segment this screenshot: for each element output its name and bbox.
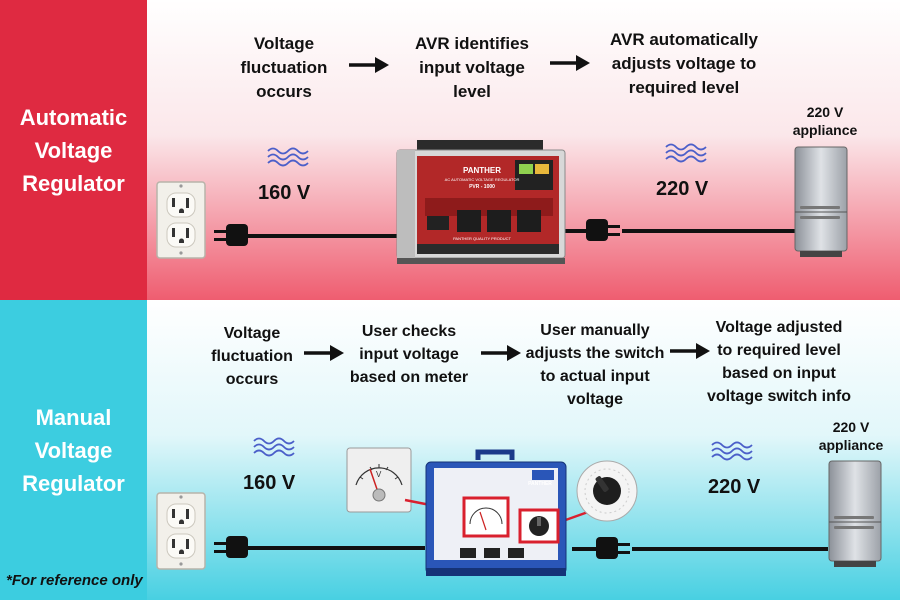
voltmeter-icon: V [346,447,412,513]
footnote: *For reference only [6,572,143,589]
step-line: to actual input [540,368,650,385]
manual-step-4: Voltage adjusted to required level based… [700,316,858,408]
automatic-voltage-regulator-device: PANTHER AC AUTOMATIC VOLTAGE REGULATOR P… [396,140,566,264]
auto-output-voltage: 220 V [656,178,709,200]
step-line: to required level [717,342,841,359]
label-line: appliance [792,122,858,138]
wall-outlet-icon [156,181,206,259]
step-line: Voltage [223,325,281,342]
step-line: fluctuation [211,348,293,365]
step-line: level [453,82,491,101]
step-line: Voltage adjusted [715,319,843,336]
manual-step-2: User checks input voltage based on meter [344,320,474,389]
output-cable [562,219,802,241]
automatic-regulator-panel: Automatic Voltage Regulator Voltage fluc… [0,0,900,300]
step-line: voltage [566,391,623,408]
device-brand: PANTHER [462,166,502,175]
fluctuation-wave-icon [267,147,309,167]
label-line: 220 V [806,104,844,120]
arrow-right-icon [670,343,710,359]
stable-wave-icon [665,143,707,163]
automatic-panel-title: Automatic Voltage Regulator [0,0,147,300]
step-line: adjusts the switch [525,345,665,362]
auto-input-voltage: 160 V [258,182,311,204]
title-line: Manual [35,404,112,430]
step-line: adjusts voltage to [611,54,757,73]
fluctuation-wave-icon [253,437,295,457]
auto-step-1: Voltage fluctuation occurs [236,32,332,104]
manual-panel-title: Manual Voltage Regulator [0,300,147,600]
step-line: fluctuation [240,58,328,77]
arrow-right-icon [481,345,521,361]
auto-appliance-label: 220 V appliance [784,103,866,139]
input-cable [214,224,420,246]
refrigerator-icon [828,460,882,567]
refrigerator-icon [794,146,848,257]
manual-step-3: User manually adjusts the switch to actu… [520,319,670,411]
manual-step-1: Voltage fluctuation occurs [206,322,298,391]
step-line: input voltage [359,346,459,363]
step-line: based on meter [349,369,469,386]
step-line: Voltage [253,34,315,53]
title-line: Voltage [34,137,113,163]
manual-appliance-label: 220 V appliance [810,418,892,454]
title-line: Voltage [34,437,113,463]
manual-regulator-panel: Manual Voltage Regulator Voltage fluctua… [0,300,900,600]
step-line: input voltage [419,58,525,77]
step-line: required level [628,78,740,97]
voltage-selector-dial-icon [576,460,638,522]
title-line: Regulator [22,170,125,196]
arrow-right-icon [550,55,590,71]
auto-step-2: AVR identifies input voltage level [402,32,542,104]
step-line: based on input [722,365,836,382]
step-line: voltage switch info [706,388,851,405]
arrow-right-icon [304,345,344,361]
manual-output-voltage: 220 V [708,476,761,498]
step-line: User checks [361,323,457,340]
step-line: User manually [540,322,650,339]
step-line: AVR identifies [415,34,529,53]
stable-wave-icon [711,441,753,461]
wall-outlet-icon [156,492,206,570]
arrow-right-icon [349,57,389,73]
device-subtitle: AC AUTOMATIC VOLTAGE REGULATOR [444,177,520,182]
device-brand: PANTHER [528,481,552,487]
device-model: PVR - 1000 [469,184,495,190]
label-line: 220 V [832,419,870,435]
manual-input-voltage: 160 V [243,472,296,494]
svg-text:V: V [376,470,382,479]
input-cable [214,536,425,558]
device-footer: PANTHER QUALITY PRODUCT [453,236,511,241]
title-line: Regulator [22,470,125,496]
label-line: appliance [818,437,884,453]
output-cable [572,537,828,559]
manual-voltage-regulator-device: PANTHER [420,449,570,580]
step-line: AVR automatically [609,30,758,49]
step-line: occurs [256,82,312,101]
auto-step-3: AVR automatically adjusts voltage to req… [596,28,772,100]
title-line: Automatic [19,104,128,130]
step-line: occurs [225,371,279,388]
